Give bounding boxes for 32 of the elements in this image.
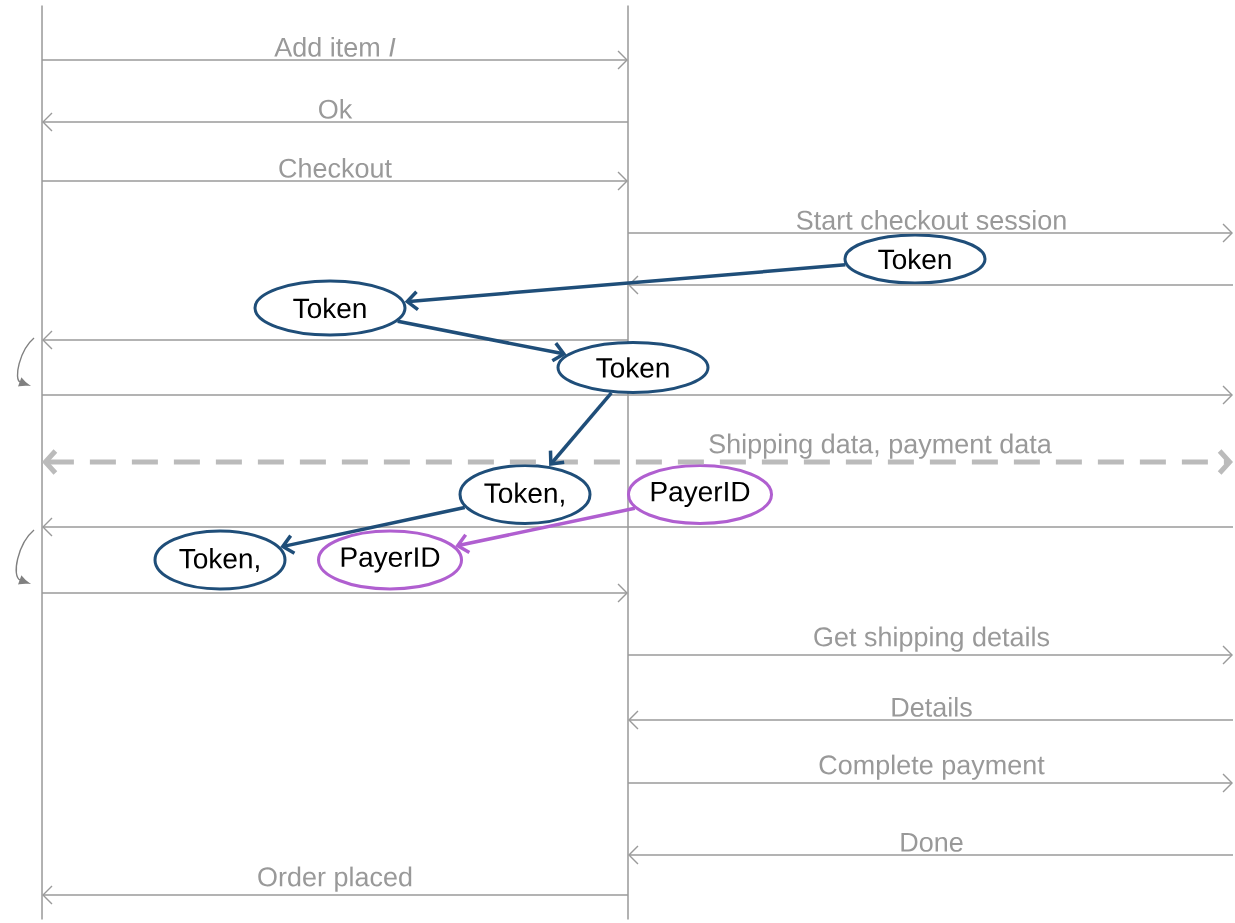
- lifeline: [627, 5, 629, 920]
- message-arrow: [627, 223, 1233, 243]
- edge-label: Get shipping details: [814, 626, 1050, 652]
- edge-label: Add item I: [274, 36, 396, 57]
- lifeline: [41, 5, 43, 920]
- edge-label: Order placed: [258, 866, 412, 892]
- message-arrow: [42, 517, 1234, 537]
- edge-label: Ok: [319, 98, 353, 119]
- arrow: [548, 391, 613, 467]
- edge-label: Complete payment: [819, 754, 1045, 780]
- edge-label: Shipping data, payment data: [709, 433, 1052, 459]
- arrow: [455, 506, 636, 554]
- message-arrow: [627, 773, 1233, 793]
- message-arrow: [41, 385, 1233, 405]
- message-arrow: [42, 885, 629, 905]
- message-arrow: [42, 330, 629, 350]
- message-arrow: [42, 112, 629, 132]
- message-arrow: [628, 710, 1234, 730]
- message-arrow: [42, 449, 1233, 475]
- message-arrow: [628, 275, 1234, 295]
- message-arrow: [627, 645, 1233, 665]
- edge-label: Checkout: [279, 157, 392, 178]
- message-arrow: [41, 171, 628, 191]
- message-arrow: [628, 845, 1234, 865]
- edge-label: Details: [892, 696, 972, 717]
- arrow: [404, 263, 846, 312]
- message-arrow: [41, 583, 628, 603]
- arrow: [280, 505, 466, 555]
- edge-label: Start checkout session: [796, 209, 1066, 230]
- message-arrow: [41, 50, 628, 70]
- edge-label: Done: [901, 832, 963, 852]
- arrow: [397, 319, 567, 363]
